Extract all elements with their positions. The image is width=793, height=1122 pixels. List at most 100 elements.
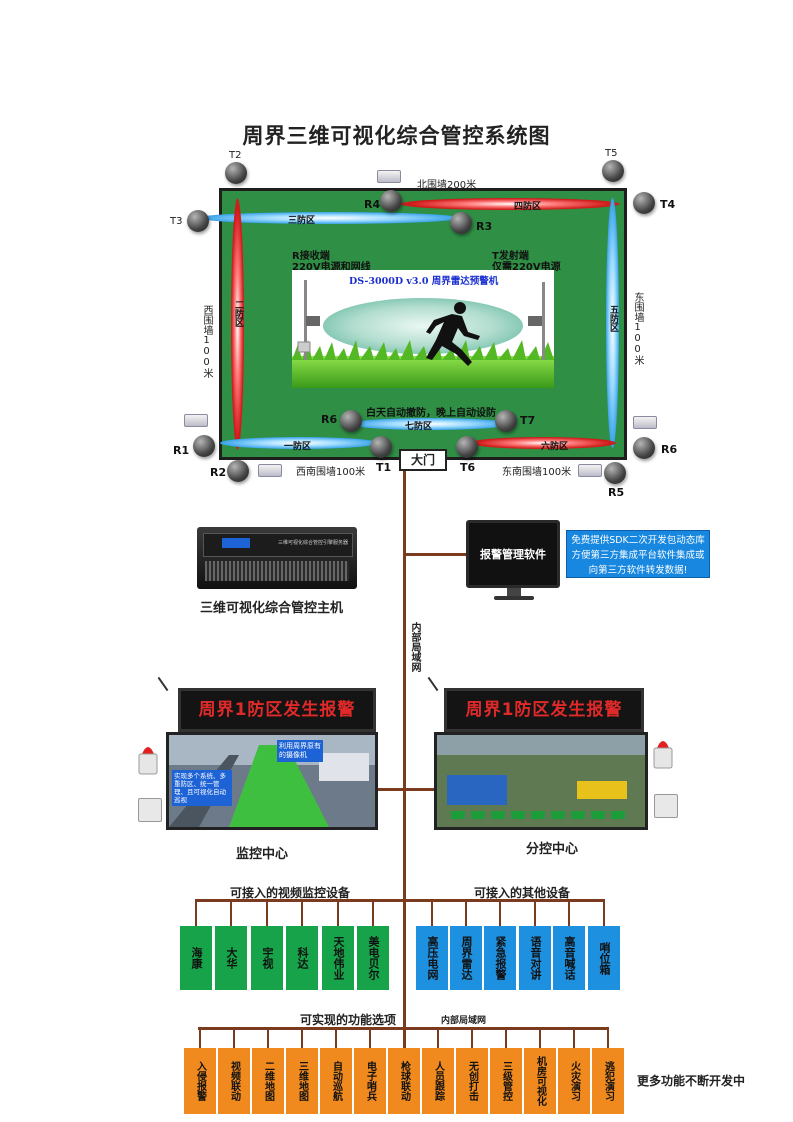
drop-line bbox=[607, 1027, 609, 1049]
zone1-beam bbox=[220, 437, 378, 449]
zone3-beam bbox=[198, 212, 460, 224]
R1-label: R1 bbox=[173, 444, 190, 457]
function-item: 电子哨兵 bbox=[354, 1048, 386, 1114]
emergency-button-icon bbox=[654, 794, 678, 818]
southeast-wall-label: 东南围墙100米 bbox=[502, 467, 572, 478]
left-led-board: 周界1防区发生报警 bbox=[178, 688, 376, 732]
zone3-label: 三防区 bbox=[288, 216, 316, 226]
function-item: 三维地图 bbox=[286, 1048, 318, 1114]
drop-line bbox=[499, 899, 501, 927]
drop-line bbox=[568, 899, 570, 927]
zone5-beam bbox=[606, 198, 619, 448]
R3-label: R3 bbox=[476, 220, 493, 233]
drop-line bbox=[573, 1027, 575, 1049]
function-item: 视频联动 bbox=[218, 1048, 250, 1114]
zone7-label: 七防区 bbox=[405, 422, 433, 432]
zone4-label: 四防区 bbox=[514, 202, 542, 212]
radar-R2 bbox=[227, 460, 249, 482]
other-device-item: 高音喊话 bbox=[553, 926, 585, 990]
radar-R3 bbox=[450, 212, 472, 234]
radar-R4 bbox=[380, 190, 402, 212]
video-device-item: 宇视 bbox=[251, 926, 283, 990]
drop-line bbox=[471, 1027, 473, 1049]
emergency-button-icon bbox=[138, 798, 162, 822]
centers-link-line bbox=[376, 788, 434, 791]
monitor-stand bbox=[507, 588, 521, 596]
east-wall-label: 东围墙100米 bbox=[632, 292, 643, 365]
camera-icon bbox=[633, 416, 657, 429]
siren-svg bbox=[653, 741, 673, 769]
video-device-item: 海康 bbox=[180, 926, 212, 990]
other-section-title: 可接入的其他设备 bbox=[474, 886, 571, 900]
R4-label: R4 bbox=[364, 198, 381, 211]
transmitter-power-label: 仅需220V电源 bbox=[492, 262, 561, 273]
transmitter-label: T发射端 bbox=[492, 251, 529, 262]
network-label: 内部局域网 bbox=[409, 622, 420, 672]
video-device-item: 美电贝尔 bbox=[357, 926, 389, 990]
drop-line bbox=[403, 1027, 405, 1049]
drop-line bbox=[437, 1027, 439, 1049]
drop-line bbox=[534, 899, 536, 927]
T6-label: T6 bbox=[460, 461, 476, 474]
drop-line bbox=[369, 1027, 371, 1049]
function-item: 无创打击 bbox=[456, 1048, 488, 1114]
auto-arm-label: 白天自动撤防，晚上自动设防 bbox=[366, 408, 496, 419]
product-label: DS-3000D v3.0 周界雷达预警机 bbox=[349, 276, 499, 287]
video-bus-line bbox=[195, 899, 405, 902]
drop-line bbox=[505, 1027, 507, 1049]
function-item: 逃犯演习 bbox=[592, 1048, 624, 1114]
drop-line bbox=[267, 1027, 269, 1049]
drop-line bbox=[335, 1027, 337, 1049]
radar-T3 bbox=[187, 210, 209, 232]
right-led-board: 周界1防区发生报警 bbox=[444, 688, 644, 732]
radar-T4 bbox=[633, 192, 655, 214]
drop-line bbox=[301, 899, 303, 927]
radar-scene-illustration bbox=[292, 270, 554, 388]
left-note-1: 利用周界原有的摄像机 bbox=[277, 740, 323, 762]
R5-label: R5 bbox=[608, 486, 625, 499]
right-screen-svg bbox=[437, 735, 645, 827]
software-monitor: 报警管理软件 bbox=[466, 520, 560, 588]
sdk-info-box: 免费提供SDK二次开发包动态库方便第三方集成平台软件集成或向第三方软件转发数据! bbox=[566, 530, 710, 578]
network-label-small: 内部局域网 bbox=[441, 1016, 487, 1026]
server-front-panel: 三维可视化综合管控引擎服务器 bbox=[203, 533, 353, 557]
T4-label: T4 bbox=[660, 198, 676, 211]
video-device-item: 天地伟业 bbox=[322, 926, 354, 990]
software-link-line bbox=[405, 553, 467, 556]
more-functions-label: 更多功能不断开发中 bbox=[637, 1074, 746, 1088]
zone5-label: 五防区 bbox=[608, 305, 618, 332]
T1-label: T1 bbox=[376, 461, 392, 474]
R2-label: R2 bbox=[210, 466, 227, 479]
right-center-caption: 分控中心 bbox=[526, 842, 579, 857]
T5-label: T5 bbox=[605, 148, 618, 159]
drop-line bbox=[431, 899, 433, 927]
camera-icon bbox=[377, 170, 401, 183]
host-server: 三维可视化综合管控引擎服务器 bbox=[197, 527, 357, 589]
radar-R6-right bbox=[633, 437, 655, 459]
other-device-item: 语音对讲 bbox=[519, 926, 551, 990]
zone6-label: 六防区 bbox=[541, 442, 569, 452]
function-section-title: 可实现的功能选项 bbox=[300, 1013, 397, 1027]
receiver-label: R接收端 bbox=[292, 251, 330, 262]
camera-icon bbox=[184, 414, 208, 427]
other-device-item: 周界雷达 bbox=[450, 926, 482, 990]
radar-R5 bbox=[604, 462, 626, 484]
software-label: 报警管理软件 bbox=[480, 548, 546, 561]
zone7-beam bbox=[350, 418, 510, 430]
drop-line bbox=[337, 899, 339, 927]
R6-right-label: R6 bbox=[661, 443, 678, 456]
monitor-base bbox=[494, 596, 534, 600]
function-item: 入侵报警 bbox=[184, 1048, 216, 1114]
video-device-item: 科达 bbox=[286, 926, 318, 990]
zone4-beam bbox=[400, 198, 620, 210]
radar-R1 bbox=[193, 435, 215, 457]
T3-label: T3 bbox=[170, 216, 183, 227]
other-device-item: 哨位箱 bbox=[588, 926, 620, 990]
zone1-label: 一防区 bbox=[284, 442, 312, 452]
radar-T2 bbox=[225, 162, 247, 184]
radar-T6 bbox=[456, 436, 478, 458]
R6-left-label: R6 bbox=[321, 413, 338, 426]
north-wall-label: 北围墙200米 bbox=[417, 180, 477, 191]
drop-line bbox=[199, 1027, 201, 1049]
server-vent bbox=[205, 561, 349, 581]
